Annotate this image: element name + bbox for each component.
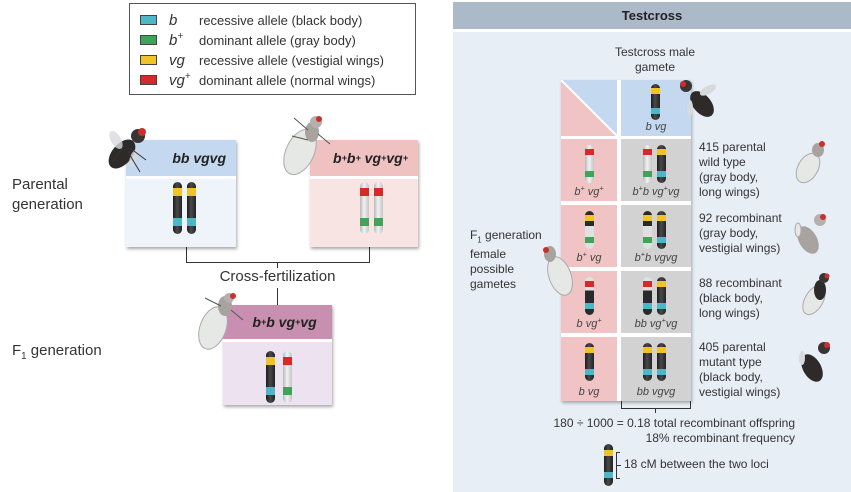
chromosome	[604, 444, 613, 486]
allele-description: dominant allele (gray body)	[199, 32, 356, 48]
wild-type-fly-icon	[198, 293, 244, 350]
chromosome	[266, 351, 275, 403]
corner-cell	[561, 80, 617, 136]
female-gametes-label: F1 generation female possible gametes	[470, 228, 542, 292]
connector-line	[277, 288, 278, 305]
offspring-cell: b+b vg+vg	[621, 139, 691, 201]
wild-type-fly-icon	[795, 141, 825, 184]
recombinant-calc: 180 ÷ 1000 = 0.18 total recombinant offs…	[553, 416, 795, 430]
legend-item: vg+ dominant allele (normal wings)	[140, 70, 375, 90]
bracket-line	[655, 408, 656, 413]
black-vestigial-fly-icon	[799, 342, 830, 382]
parental-generation-label: Parental generation	[12, 176, 83, 213]
legend-item: b recessive allele (black body)	[140, 10, 362, 30]
allele-description: dominant allele (normal wings)	[199, 72, 376, 88]
bracket-line	[690, 401, 691, 408]
legend-item: vg recessive allele (vestigial wings)	[140, 50, 384, 70]
recombination-summary: 180 ÷ 1000 = 0.18 total recombinant offs…	[535, 416, 795, 446]
wild-type-fly-icon	[543, 246, 573, 296]
allele-symbol: b+	[169, 30, 184, 49]
black-fly-icon	[108, 128, 147, 173]
chromosome	[374, 182, 383, 234]
allele-symbol: vg	[169, 51, 185, 69]
wild-type-fly-icon	[283, 116, 331, 176]
chromosome	[187, 182, 196, 234]
genotype-label: bb vgvg	[126, 140, 236, 176]
male-gamete-cell: b vg	[621, 80, 691, 136]
outcome-row-3: 88 recombinant(black body,long wings)	[699, 276, 782, 320]
connector-line	[369, 247, 370, 263]
allele-description: recessive allele (vestigial wings)	[199, 52, 384, 68]
f1-generation-label: F1 generation	[12, 342, 102, 362]
color-swatch-vg	[140, 55, 157, 65]
allele-symbol: b	[169, 11, 178, 29]
legend-item: b+ dominant allele (gray body)	[140, 30, 356, 50]
color-swatch-b	[140, 15, 157, 25]
cross-fertilization-label: Cross-fertilization	[219, 268, 336, 285]
punnett-grid: b vg b+ vg+ b+b vg+vg b+ vg b+b vgvg b v…	[561, 80, 691, 401]
male-gamete-label: Testcross male gamete	[614, 45, 696, 74]
bracket-line	[621, 408, 691, 409]
distance-bracket	[616, 452, 617, 479]
distance-bracket	[616, 452, 620, 453]
chromosome	[173, 182, 182, 234]
color-swatch-b-plus	[140, 35, 157, 45]
offspring-cell: b+b vgvg	[621, 205, 691, 267]
allele-description: recessive allele (black body)	[199, 12, 363, 28]
female-gamete-cell: b+ vg+	[561, 139, 617, 201]
genotype-label: b+b+ vg+vg+	[310, 140, 418, 176]
female-gamete-cell: b vg	[561, 337, 617, 401]
black-fly-icon	[680, 80, 717, 117]
female-gamete-cell: b+ vg	[561, 205, 617, 267]
connector-line	[186, 247, 187, 263]
parent-bb-vgvg-box: bb vgvg	[126, 140, 236, 247]
outcome-row-2: 92 recombinant(gray body,vestigial wings…	[699, 211, 782, 255]
chromosome	[360, 182, 369, 234]
divider	[453, 29, 851, 32]
connector-line	[186, 262, 370, 263]
gray-vestigial-fly-icon	[794, 214, 826, 254]
bracket-line	[621, 401, 622, 408]
genotype-label: b+b vg+vg	[223, 305, 332, 339]
offspring-cell: bb vg+vg	[621, 271, 691, 333]
allele-legend: b recessive allele (black body) b+ domin…	[129, 3, 416, 95]
connector-line	[277, 262, 278, 268]
testcross-title: Testcross	[453, 2, 851, 29]
black-long-wing-fly-icon	[802, 273, 830, 316]
f1-heterozygote-box: b+b vg+vg	[223, 305, 332, 405]
chromosome	[283, 351, 292, 403]
parent-wild-type-box: b+b+ vg+vg+	[310, 140, 418, 247]
allele-symbol: vg+	[169, 70, 191, 89]
color-swatch-vg-plus	[140, 75, 157, 85]
offspring-cell: bb vgvg	[621, 337, 691, 401]
distance-bracket	[616, 478, 620, 479]
map-distance-label: 18 cM between the two loci	[624, 457, 769, 471]
recombinant-frequency: 18% recombinant frequency	[645, 431, 795, 445]
distance-bracket	[617, 465, 621, 466]
